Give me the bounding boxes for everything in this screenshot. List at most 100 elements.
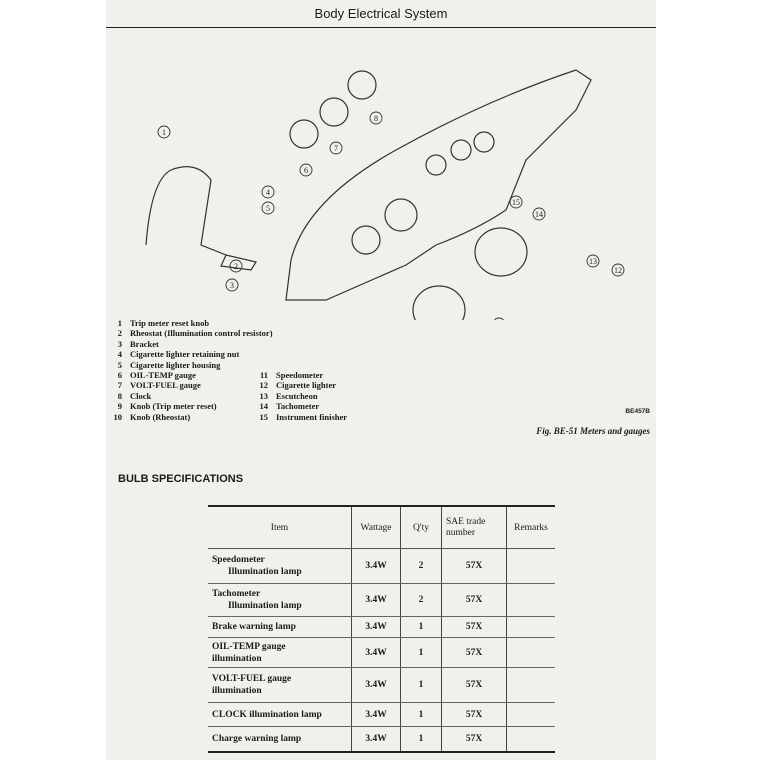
legend-item: 13 Escutcheon <box>252 391 347 401</box>
table-rows-4-remarks <box>506 667 555 703</box>
table-rows-6-qty: 1 <box>400 726 442 753</box>
table-rows-1-remarks <box>506 583 555 617</box>
table-rows-4-item2: illumination <box>212 686 262 696</box>
figure-legend-3-label: Cigarette lighter retaining nut <box>130 349 240 360</box>
table-rows-4-wattage: 3.4W <box>351 667 401 703</box>
figure-legend-2-label: Bracket <box>130 338 159 349</box>
figure-legend-1-label: Rheostat (Illumination control resistor) <box>130 328 273 339</box>
legend-item: 12 Cigarette lighter <box>252 380 347 390</box>
figure-legend-7-num: 8 <box>117 390 122 401</box>
table-rows-6-remarks <box>506 726 555 753</box>
table-rows-5-item1: CLOCK illumination lamp <box>208 702 352 727</box>
table-rows-2-item1: Brake warning lamp <box>208 616 352 638</box>
figure-legend-4-num: 5 <box>117 359 122 370</box>
callout-5: 5 <box>266 204 270 213</box>
figure-code: BE457B <box>625 408 650 415</box>
col-item: Item <box>208 505 352 549</box>
figure-legend-12-num: 13 <box>259 390 269 401</box>
table-rows-5-sae: 57X <box>441 702 507 727</box>
figure-legend-5-num: 6 <box>117 370 122 381</box>
clock-part <box>347 70 377 100</box>
table-rows-3-item2: illumination <box>212 653 262 664</box>
table-rows-1-item2: Illumination lamp <box>228 601 302 611</box>
header-rule <box>106 27 656 28</box>
callout-14: 14 <box>535 210 543 219</box>
figure-legend-10-label: Speedometer <box>276 370 324 380</box>
figure-legend-0-num: 1 <box>117 318 122 328</box>
legend-item: 8 Clock <box>106 391 273 401</box>
figure-legend-9-num: 10 <box>113 411 123 422</box>
figure-legend-8-num: 9 <box>117 401 122 412</box>
callout-12: 12 <box>614 266 622 275</box>
figure-legend-11-label: Cigarette lighter <box>276 380 337 391</box>
figure-legend-7-label: Clock <box>130 390 152 401</box>
oil-temp-part <box>289 119 319 149</box>
legend-item: 5 Cigarette lighter housing <box>106 360 273 370</box>
callout-circles <box>157 111 625 320</box>
legend-item: 10 Knob (Rheostat) <box>106 412 273 422</box>
callout-6: 6 <box>304 166 308 175</box>
table-rows-3-sae: 57X <box>441 637 507 668</box>
page-header: Body Electrical System <box>314 6 448 21</box>
table-rows-0-qty: 2 <box>400 548 442 584</box>
figure-legend-13-num: 14 <box>259 401 269 412</box>
bracket-part <box>220 254 257 271</box>
table-rows-6-sae: 57X <box>441 726 507 753</box>
figure-legend-9-label: Knob (Rheostat) <box>130 411 191 422</box>
table-rows-3-qty: 1 <box>400 637 442 668</box>
figure-legend-8-label: Knob (Trip meter reset) <box>130 401 217 412</box>
table-rows-5-remarks <box>506 702 555 727</box>
table-rows-5-wattage: 3.4W <box>351 702 401 727</box>
table-rows-5-qty: 1 <box>400 702 442 727</box>
callout-numbers: 1 2 3 4 5 6 7 8 9 10 11 12 13 14 15 <box>162 114 622 290</box>
callout-4: 4 <box>266 188 270 197</box>
table-rows-6-item1: Charge warning lamp <box>208 726 352 753</box>
tachometer-part <box>474 227 528 277</box>
col-remarks: Remarks <box>506 505 555 549</box>
table-rows-0-remarks <box>506 548 555 584</box>
figure-legend-11-num: 12 <box>259 380 269 391</box>
callout-13: 13 <box>589 257 597 266</box>
figure-legend-1-num: 2 <box>117 328 122 339</box>
table-rows-0-sae: 57X <box>441 548 507 584</box>
table-rows-1-sae: 57X <box>441 583 507 617</box>
table-rows-4-qty: 1 <box>400 667 442 703</box>
table-rows-1-wattage: 3.4W <box>351 583 401 617</box>
table-rows-0-item1: Speedometer <box>212 555 265 565</box>
figure-legend-4-label: Cigarette lighter housing <box>130 359 221 370</box>
figure-legend-6-num: 7 <box>117 380 122 391</box>
callout-2: 2 <box>234 262 238 271</box>
table-rows-2-remarks <box>506 616 555 638</box>
figure-legend-12-label: Escutcheon <box>276 390 318 401</box>
callout-7: 7 <box>334 144 338 153</box>
table-rows-4-item1: VOLT-FUEL gauge <box>212 674 292 684</box>
dash-gauge-hole <box>384 198 418 232</box>
callout-15: 15 <box>512 198 520 207</box>
table-rows-6-wattage: 3.4W <box>351 726 401 753</box>
section-title: BULB SPECIFICATIONS <box>118 473 244 485</box>
bulb-spec-table: Item Wattage Q'ty SAE trade number Remar… <box>208 505 555 753</box>
table-rows-2-qty: 1 <box>400 616 442 638</box>
trip-cable <box>145 166 227 256</box>
callout-3: 3 <box>230 281 234 290</box>
meters-gauges-diagram: 1 2 3 4 5 6 7 8 9 10 11 12 13 14 15 <box>145 69 625 320</box>
table-rows-2-wattage: 3.4W <box>351 616 401 638</box>
figure-caption: Fig. BE-51 Meters and gauges <box>536 426 650 436</box>
col-sae: SAE trade number <box>441 505 507 549</box>
table-rows-4-sae: 57X <box>441 667 507 703</box>
figure-legend-13-label: Tachometer <box>276 401 320 412</box>
table-rows-1-item1: Tachometer <box>212 589 261 599</box>
callout-8: 8 <box>374 114 378 123</box>
table-rows-1-qty: 2 <box>400 583 442 617</box>
table-rows-2-sae: 57X <box>441 616 507 638</box>
